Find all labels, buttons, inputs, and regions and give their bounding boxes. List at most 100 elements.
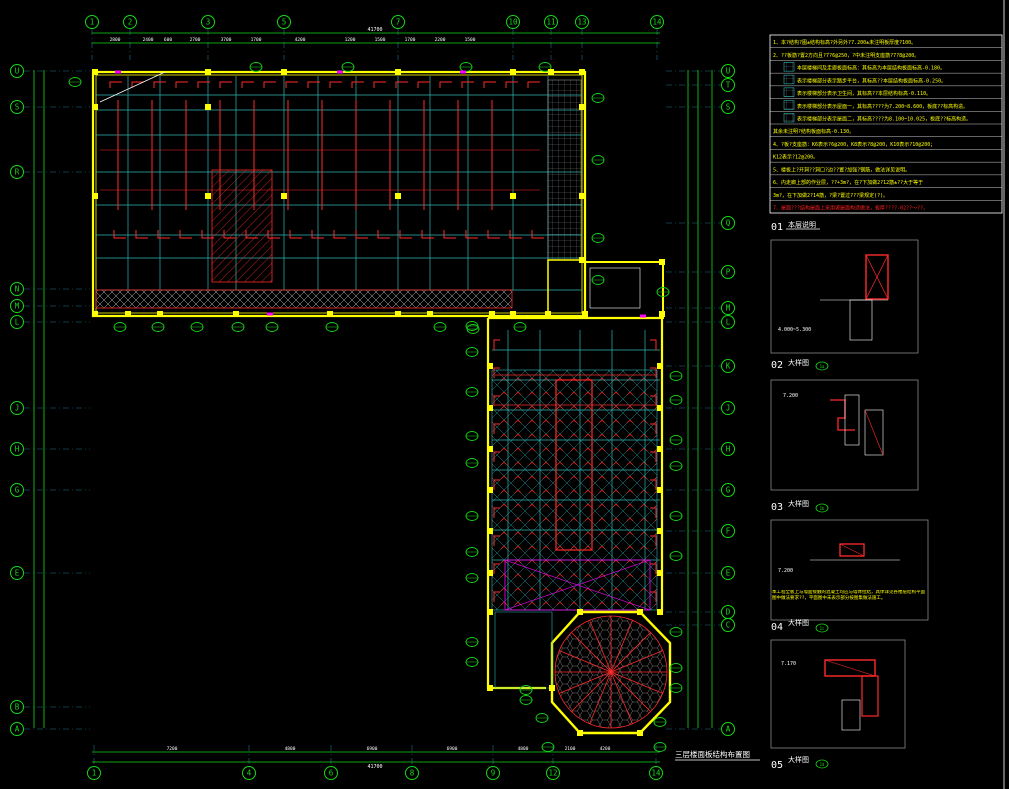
top-axis-label: 13 [577,18,586,27]
top-axis-10: 10 [506,15,520,29]
slab-callout [325,322,339,332]
note-row-text: 表示楼梯部分表示屋面一，其标高????为7.200~8.600，板底??标高构造… [797,103,968,110]
top-segment-dim: 1500 [465,37,476,43]
right-axis-label: D [726,608,731,617]
slab-callout [669,627,683,637]
slab-callout [265,322,279,332]
bottom-segment-dim: 4800 [518,746,529,752]
slab-callout [669,511,683,521]
right-axis-G: G [721,483,735,497]
top-axis-label: 7 [396,18,401,27]
upper-wing-plan [91,70,587,318]
bottom-axis-label: 4 [247,769,252,778]
column-marker [92,193,98,199]
detail-04-label: 大样图 [788,618,809,627]
slab-callout [591,155,605,165]
column-marker [579,69,585,75]
slab-callout [669,395,683,405]
bottom-axis-label: 8 [410,769,415,778]
bottom-dimension-line [92,751,660,763]
detail-05-number: 05 [771,760,783,771]
right-axis-label: A [726,725,731,734]
column-marker [487,685,493,691]
right-axis-label: C [726,621,731,630]
bottom-segment-dim: 4200 [600,746,611,752]
column-marker [487,528,493,534]
column-marker [487,609,493,615]
column-marker [659,311,665,317]
column-marker [657,487,663,493]
notes-caption-number: 01 [771,222,783,233]
slab-callout [591,233,605,243]
left-axis-H: H [10,442,24,456]
right-axis-label: K [726,362,731,371]
column-marker [577,609,583,615]
bottom-axis-label: 6 [329,769,334,778]
note-row-text: 5、楼板上?开洞??洞口?边??置?加强?钢筋，做法详见说明。 [773,166,910,173]
top-axis-label: 3 [206,18,211,27]
note-row-text: 表示楼梯部分表示卫生间，其标高??本层结构标高-0.110。 [797,90,931,97]
note-row-text: 本层楼梯间及走廊板面标高：其标高为本层结构板面标高-0.180。 [797,65,945,72]
detail-04-number: 04 [771,622,783,633]
left-axis-label: U [15,67,20,76]
column-marker [548,69,554,75]
bottom-segment-dim: 6900 [447,746,458,752]
column-marker [489,311,495,317]
axis-grid-lines [24,29,722,766]
slab-callout [249,62,263,72]
left-axis-label: S [15,103,20,112]
slab-callout [653,742,667,752]
right-axis-label: Q [726,219,731,228]
top-axis-13: 13 [575,15,589,29]
top-axis-7: 7 [391,15,405,29]
column-marker [281,69,287,75]
bottom-axis-6: 6 [324,766,338,780]
column-marker [545,311,551,317]
slab-callout [669,461,683,471]
right-axis-label: H [726,445,731,454]
note-row-text: 3m?，在下加做2?14筋，?梁?置过???梁规定(?)。 [773,192,888,199]
top-segment-dim: 2200 [435,37,446,43]
slab-callout [541,742,555,752]
slab-callout [669,551,683,561]
top-segment-dim: 3700 [221,37,232,43]
column-marker [487,487,493,493]
column-marker [582,311,588,317]
lower-wing-plan [486,316,672,735]
detail-05-level: 7.170 [781,661,796,667]
top-segment-dim: 600 [164,37,172,43]
top-axis-label: 1 [90,18,95,27]
column-marker [637,609,643,615]
slab-callout [190,322,204,332]
note-row-text: 2、??板筋?置2方向且?7?6@250，?中未注明支座筋?7?8@200。 [773,52,919,59]
drawing-title: 三层楼面板结构布置图 [675,749,750,759]
detail-02-label: 大样图 [788,358,809,367]
right-axis-label: M [726,304,731,313]
slab-callout [151,322,165,332]
right-axis-U: U [721,64,735,78]
left-axis-J: J [10,401,24,415]
detail-03: 7.200 [770,379,919,491]
right-axis-M: M [721,301,735,315]
slab-callout [465,547,479,557]
slab-callout [519,685,533,695]
column-marker [92,311,98,317]
right-axis-label: L [726,318,731,327]
left-axis-U: U [10,64,24,78]
column-marker [487,446,493,452]
slab-callout [656,287,670,297]
detail-04-level: 7.200 [778,568,793,574]
left-axis-B: B [10,700,24,714]
column-marker [92,69,98,75]
left-axis-N: N [10,282,24,296]
slab-callout [465,511,479,521]
note-row-text: 表示楼梯部分表示屋面二，其标高????为8.100~10.025，板底??标高构… [797,116,971,123]
note-row-text: K12表示?12@200。 [773,154,818,161]
right-axis-label: G [726,486,731,495]
top-dimension-line [92,32,660,44]
top-segment-dim: 1700 [251,37,262,43]
detail-02: 4.000~5.300 [770,239,919,354]
